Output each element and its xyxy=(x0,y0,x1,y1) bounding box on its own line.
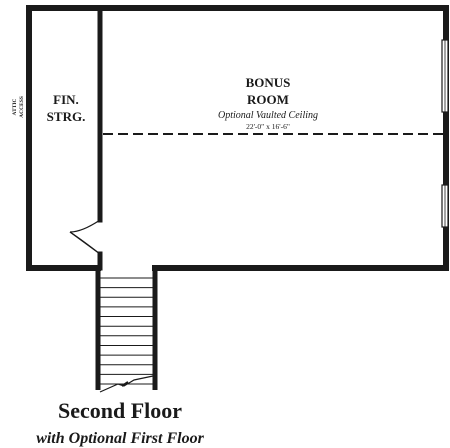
storage-door[interactable] xyxy=(69,219,101,255)
fin-storage-label-line1: FIN. xyxy=(53,92,79,107)
staircase[interactable] xyxy=(95,268,158,393)
stair-break-line xyxy=(99,375,154,393)
bonus-room-dimensions: 22'-0" x 16'-6" xyxy=(246,122,290,131)
bonus-room-label-line2: ROOM xyxy=(247,92,289,107)
windows xyxy=(441,39,449,228)
stair-treads xyxy=(100,277,153,385)
attic-access-line1: ATTIC xyxy=(12,98,18,115)
bonus-room-note: Optional Vaulted Ceiling xyxy=(218,110,318,121)
stair-arrow xyxy=(121,381,129,387)
attic-access-line2: ACCESS xyxy=(19,96,25,118)
exterior-walls xyxy=(26,5,449,271)
attic-access-label: ATTIC ACCESS xyxy=(12,96,25,118)
caption-title: Second Floor xyxy=(58,398,182,423)
bonus-room-label-line1: BONUS xyxy=(246,75,291,90)
caption-subtitle: with Optional First Floor xyxy=(36,430,204,447)
fin-storage-label-line2: STRG. xyxy=(47,109,86,124)
